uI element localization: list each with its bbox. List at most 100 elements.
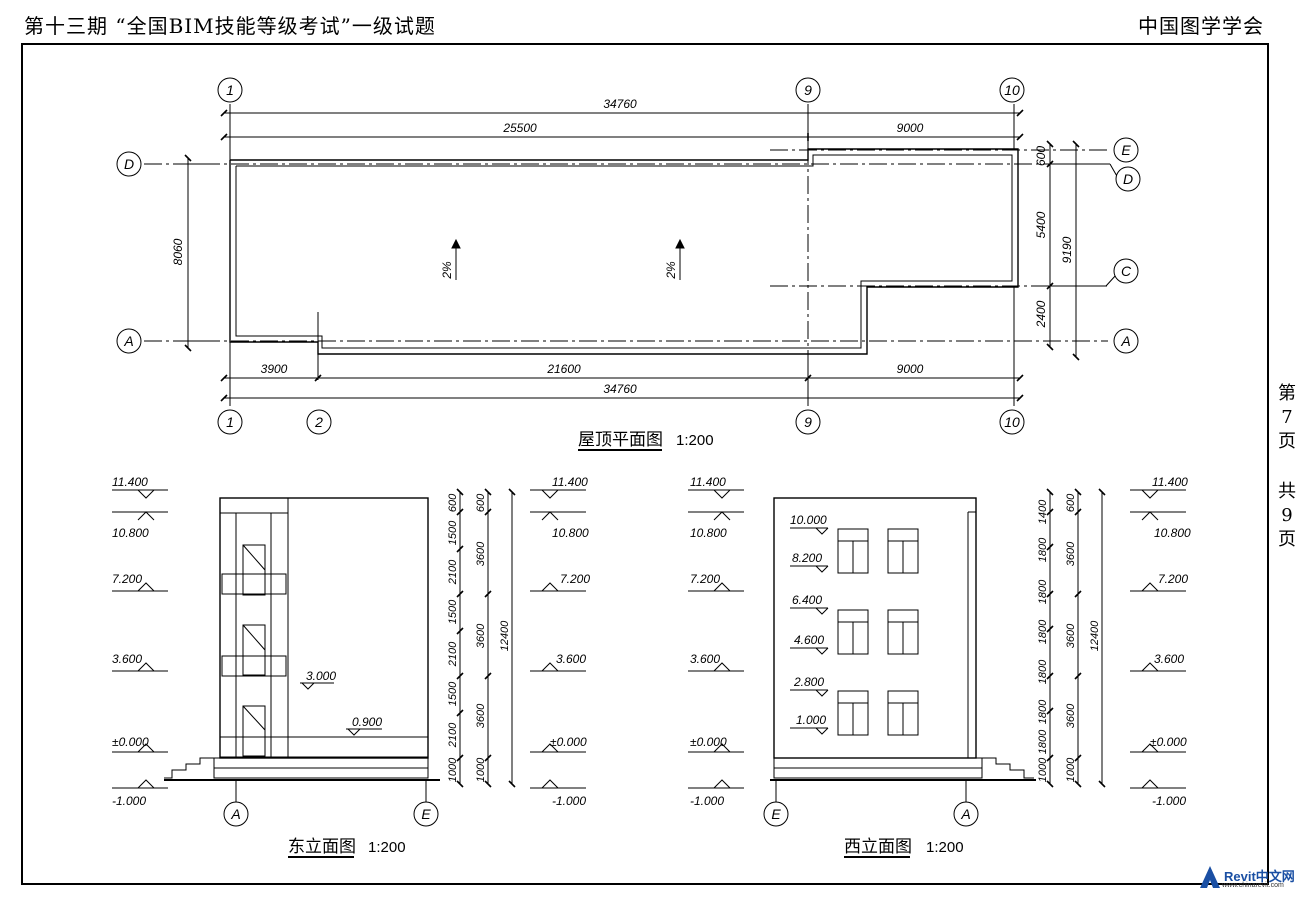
- dim-text: 1800: [1037, 729, 1049, 754]
- level-text: 3.600: [112, 652, 142, 666]
- level-text: 2.800: [793, 675, 824, 689]
- level-text: -1.000: [690, 794, 724, 808]
- grid-label: A: [230, 806, 240, 822]
- level-text: 3.600: [556, 652, 586, 666]
- east-title: 东立面图 1:200: [288, 837, 406, 858]
- grid-label: E: [1121, 142, 1131, 158]
- level-text: 11.400: [690, 475, 726, 489]
- west-grid-labels: E A: [771, 806, 970, 822]
- plan-title: 屋顶平面图 1:200: [578, 430, 714, 451]
- dim-text: 8060: [171, 238, 185, 265]
- grid-label: C: [1121, 263, 1132, 279]
- grid-label: 1: [226, 82, 234, 98]
- dim-text: 1800: [1037, 659, 1049, 684]
- dim-text: 25500: [502, 121, 537, 135]
- dim-text: 1400: [1037, 499, 1049, 524]
- level-text: 10.800: [690, 526, 727, 540]
- level-text: 10.800: [1154, 526, 1191, 540]
- dim-text: 34760: [603, 97, 637, 111]
- view-scale: 1:200: [676, 432, 714, 449]
- dim-text: 3600: [1065, 703, 1077, 728]
- grid-label: D: [124, 156, 134, 172]
- dim-text: 1800: [1037, 619, 1049, 644]
- grid-label: 10: [1004, 82, 1020, 98]
- sheet-frame: [21, 43, 1269, 885]
- dim-text: 3600: [1065, 541, 1077, 566]
- grid-label: A: [123, 333, 133, 349]
- level-text: 3.600: [690, 652, 720, 666]
- level-text: 1.000: [796, 713, 826, 727]
- dim-text: 1000: [475, 757, 487, 782]
- level-text: 6.400: [792, 593, 822, 607]
- level-text: ±0.000: [690, 735, 727, 749]
- grid-label: 9: [804, 414, 812, 430]
- dim-text: 2400: [1034, 300, 1048, 328]
- header-org: 中国图学学会: [1138, 14, 1264, 38]
- dim-text: 9000: [897, 121, 924, 135]
- level-text: 11.400: [112, 475, 148, 489]
- level-text: 10.000: [790, 513, 827, 527]
- east-grid-bubbles: [223, 801, 439, 827]
- dim-text: 600: [1034, 146, 1048, 166]
- page-char: 页: [1278, 529, 1296, 550]
- dim-text: 1000: [1037, 757, 1049, 782]
- east-dims: 600 1500 2100 1500 2100 1500 2100 1000 6…: [447, 493, 511, 782]
- level-text: -1.000: [1152, 794, 1186, 808]
- level-text: 3.600: [1154, 652, 1184, 666]
- grid-label: A: [960, 806, 970, 822]
- dim-text: 1800: [1037, 699, 1049, 724]
- level-text: ±0.000: [1150, 735, 1187, 749]
- west-grid-bubbles: [763, 801, 979, 827]
- roof-plan: [144, 104, 1119, 406]
- grid-label: 2: [314, 414, 323, 430]
- level-text: 7.200: [1158, 572, 1188, 586]
- dim-text: 600: [1065, 493, 1077, 512]
- dim-text: 21600: [546, 362, 581, 376]
- dim-text: 5400: [1034, 211, 1048, 238]
- dim-text: 9190: [1060, 236, 1074, 263]
- dim-text: 3900: [261, 362, 288, 376]
- east-grid-labels: A E: [230, 806, 431, 822]
- level-text: 8.200: [792, 551, 822, 565]
- dim-text: 9000: [897, 362, 924, 376]
- logo-url: www.chinarevit.com: [1222, 882, 1284, 889]
- east-elevation: [164, 488, 516, 802]
- level-text: -1.000: [112, 794, 146, 808]
- dim-text: 2100: [447, 722, 459, 748]
- east-level-markers: [112, 489, 586, 789]
- roof-outline: [229, 148, 1019, 355]
- plan-grid-labels: 1 9 10 1 2 9 10 D A E D C A: [123, 82, 1133, 430]
- dim-text: 1500: [447, 520, 459, 545]
- dim-text: 1000: [1065, 757, 1077, 782]
- dim-text: 1000: [447, 757, 459, 782]
- level-text: ±0.000: [112, 735, 149, 749]
- view-scale: 1:200: [368, 839, 406, 856]
- view-scale: 1:200: [926, 839, 964, 856]
- level-text: -1.000: [552, 794, 586, 808]
- dim-text: 12400: [1089, 620, 1101, 651]
- level-text: 4.600: [794, 633, 824, 647]
- dim-text: 3600: [475, 541, 487, 566]
- dim-text: 600: [447, 493, 459, 512]
- level-text: 11.400: [552, 475, 588, 489]
- page-char: 9: [1281, 505, 1293, 526]
- grid-label: 1: [226, 414, 234, 430]
- plan-dims: 34760 25500 9000 3900 21600 9000 34760 8…: [171, 97, 1074, 396]
- grid-label: D: [1123, 171, 1133, 187]
- view-title: 屋顶平面图: [578, 430, 663, 449]
- page-indicator: 第 7 页 共 9 页: [1276, 382, 1298, 552]
- west-elevation: [688, 488, 1186, 802]
- level-text: 10.800: [552, 526, 589, 540]
- dim-text: 600: [475, 493, 487, 512]
- level-text: 10.800: [112, 526, 149, 540]
- level-text: 7.200: [560, 572, 590, 586]
- level-text: 3.000: [306, 669, 336, 683]
- view-title: 西立面图: [844, 837, 912, 856]
- level-text: 7.200: [690, 572, 720, 586]
- west-dim-ticks: [1046, 508, 1082, 762]
- grid-label: 9: [804, 82, 812, 98]
- grid-label: 10: [1004, 414, 1020, 430]
- east-dim-ticks: [456, 508, 492, 762]
- dim-text: 1800: [1037, 537, 1049, 562]
